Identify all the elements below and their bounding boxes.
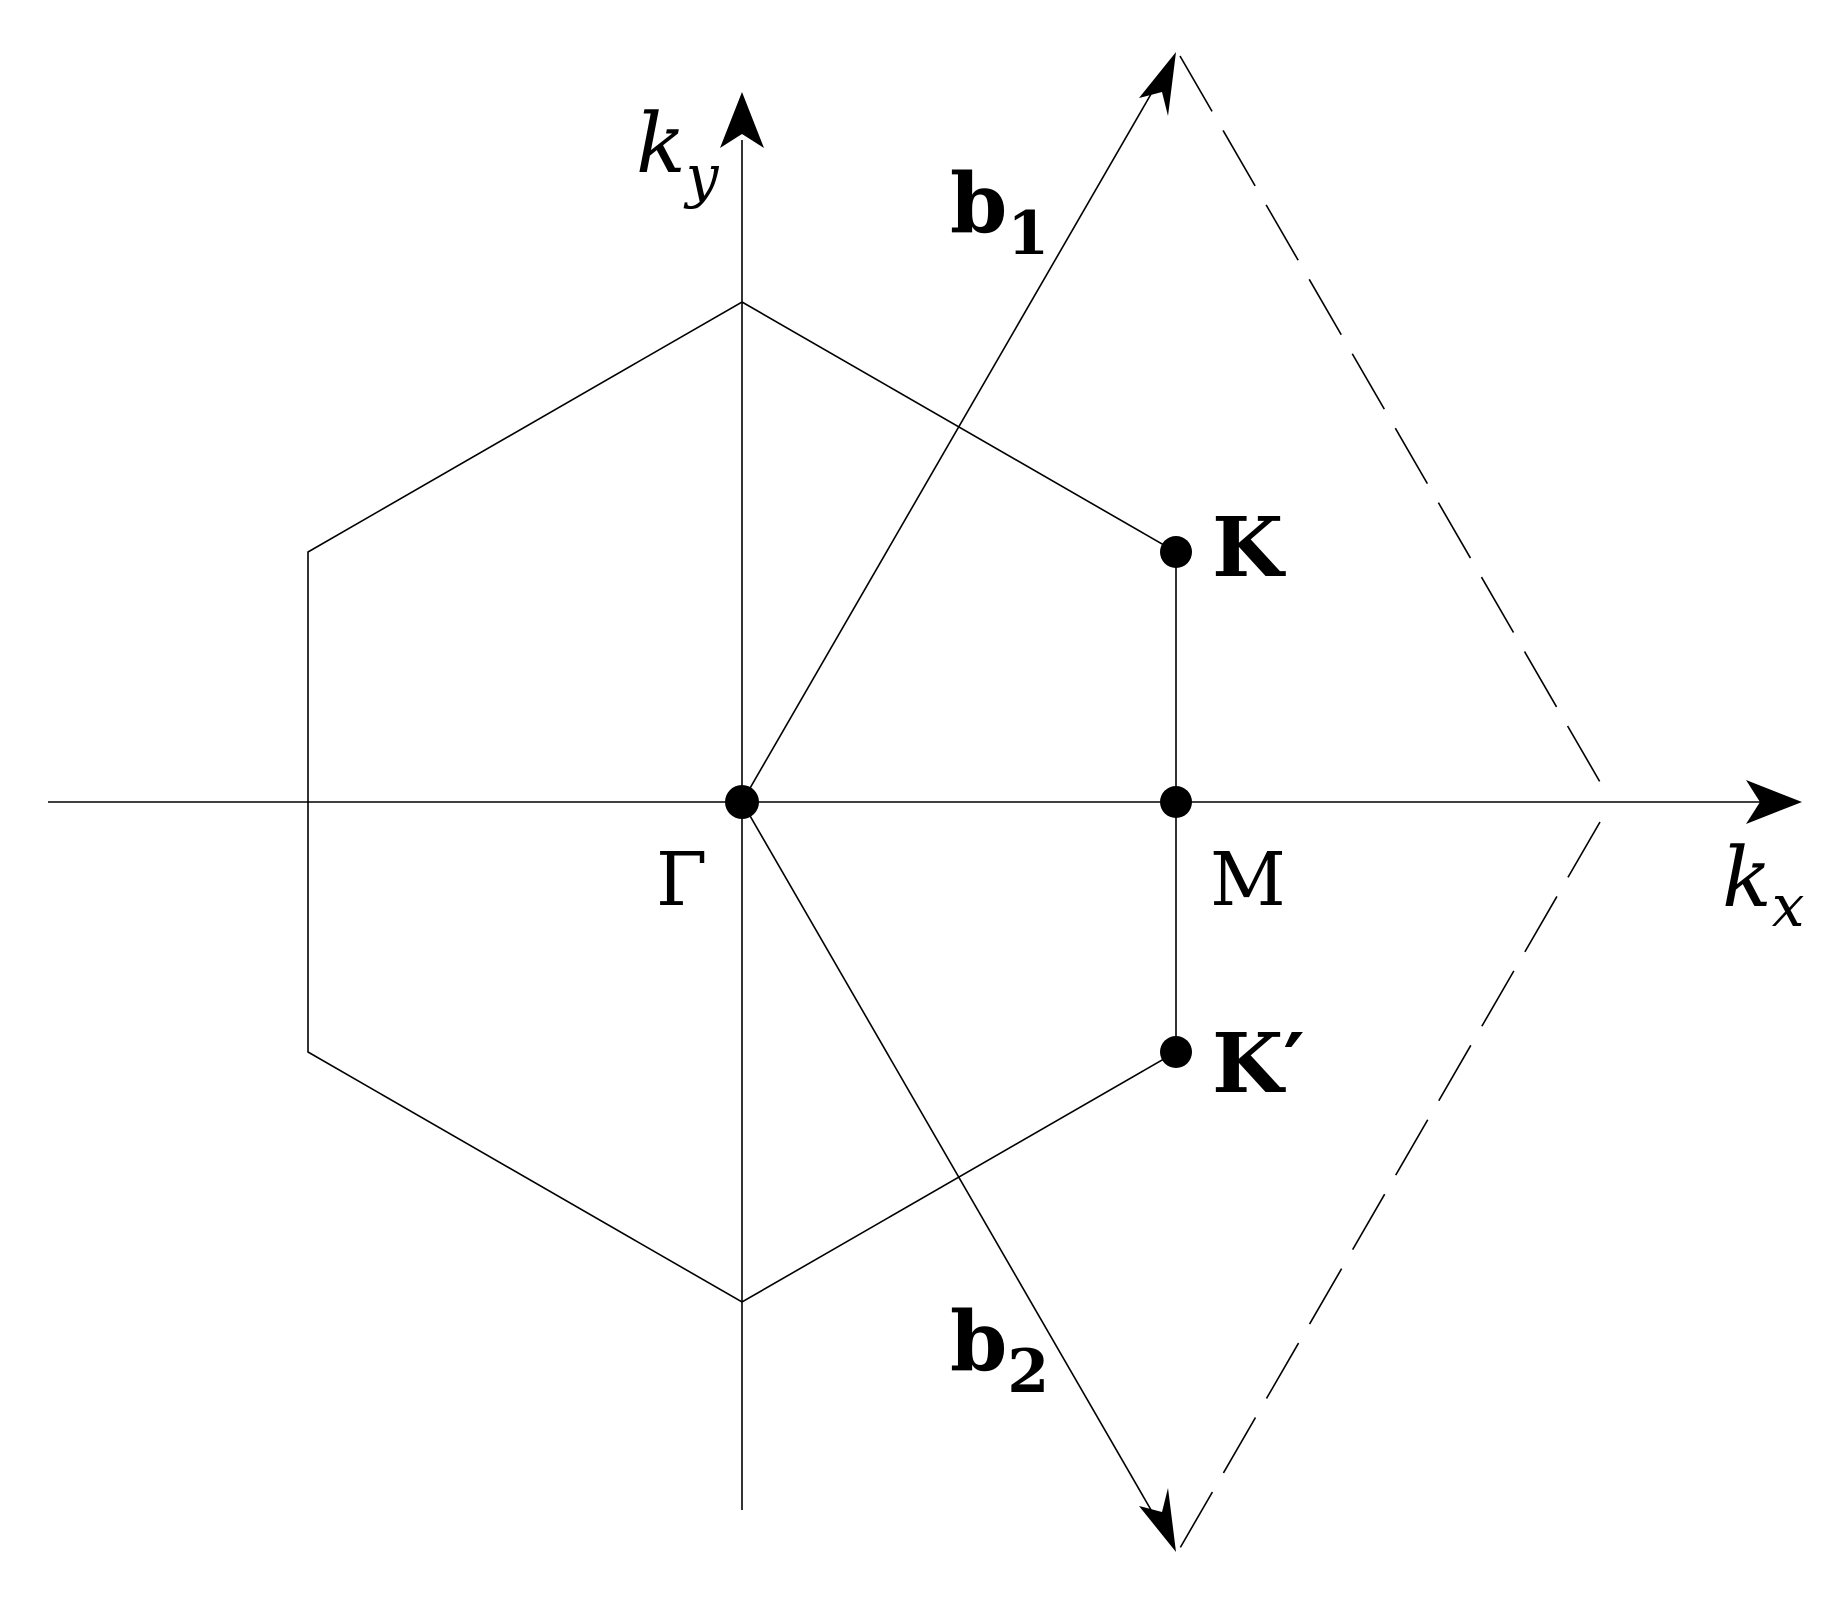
b2-label: b2 [950, 1294, 1049, 1407]
k-point-dot [1160, 536, 1192, 568]
dashed-zone-boundary-lower [1179, 821, 1601, 1549]
ky-axis-label-sub: y [683, 142, 720, 210]
ky-axis-label-base: k [636, 97, 686, 192]
b2-label-base: b [950, 1294, 1007, 1390]
b2-vector-arrowhead [1139, 1488, 1176, 1552]
gamma-point-dot [725, 785, 759, 819]
kx-axis-label-base: k [1722, 831, 1772, 926]
ky-axis-label: ky [636, 97, 720, 210]
k-prime-point-dot [1160, 1036, 1192, 1068]
kx-axis-label: kx [1722, 831, 1804, 940]
b1-label-base: b [950, 156, 1007, 252]
b1-vector-line [741, 81, 1159, 803]
b2-vector-line [741, 801, 1159, 1523]
b1-label-sub: 1 [1007, 199, 1049, 269]
ky-axis-arrowhead [720, 92, 764, 148]
b1-vector-arrowhead [1139, 52, 1176, 116]
k-label: K [1212, 500, 1286, 596]
k-prime-label: K′ [1212, 1016, 1305, 1112]
dashed-zone-boundary [1179, 55, 1601, 783]
b1-label: b1 [950, 156, 1049, 269]
m-label: M [1210, 837, 1286, 923]
kx-axis-label-sub: x [1772, 872, 1805, 940]
m-point-dot [1160, 786, 1192, 818]
gamma-label: Γ [656, 837, 707, 923]
b2-label-sub: 2 [1007, 1337, 1049, 1407]
kx-axis-arrowhead [1746, 780, 1802, 824]
